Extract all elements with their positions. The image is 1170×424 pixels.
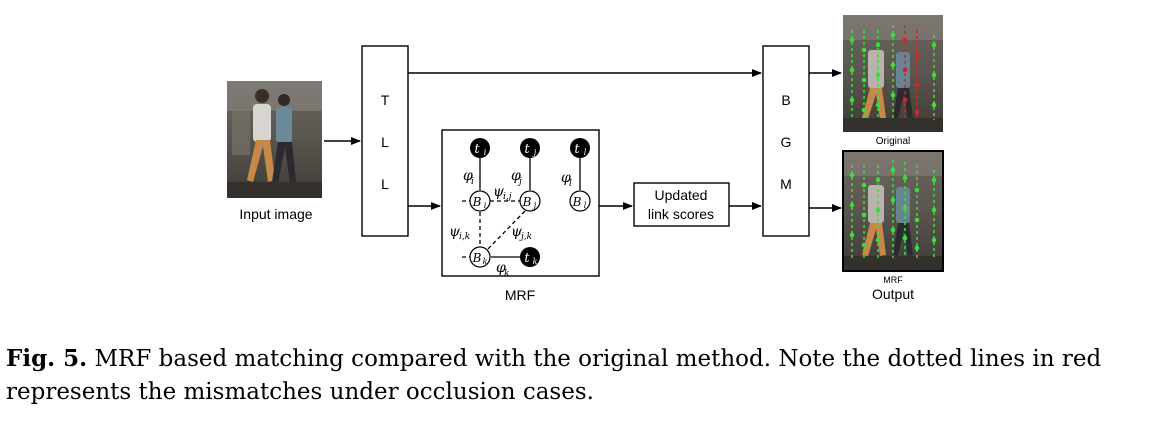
tll-letter-3: L (381, 176, 389, 192)
bgm-box (762, 45, 810, 237)
input-image-label: Input image (239, 206, 312, 222)
updated-box-line-1: Updated (655, 187, 708, 203)
svg-text:B: B (522, 195, 532, 209)
svg-text:l: l (569, 179, 572, 189)
mrf-output-image (842, 150, 944, 272)
svg-text:ψ: ψ (511, 224, 523, 240)
bgm-letter-1: B (781, 92, 790, 108)
svg-text:B: B (472, 251, 482, 265)
svg-text:t: t (574, 142, 580, 157)
node-b-l: B l (569, 190, 591, 212)
label-psi-ik: ψ i,k (449, 224, 470, 242)
bgm-letter-3: M (780, 176, 792, 192)
svg-text:t: t (524, 251, 530, 266)
svg-text:φ: φ (496, 260, 506, 276)
svg-text:i,k: i,k (459, 232, 470, 242)
svg-text:j: j (532, 148, 537, 157)
caption-text: MRF based matching compared with the ori… (6, 346, 1102, 405)
label-phi-i: φ i (463, 168, 474, 187)
edge-psi-jk (486, 210, 526, 251)
svg-text:i: i (471, 177, 474, 187)
svg-text:i: i (484, 148, 487, 157)
node-b-j: B j (519, 190, 541, 212)
tll-letter-2: L (381, 134, 389, 150)
svg-text:i,j: i,j (503, 192, 512, 202)
svg-text:k: k (483, 257, 488, 266)
svg-text:k: k (533, 257, 538, 266)
svg-text:φ: φ (561, 170, 571, 186)
svg-text:t: t (524, 142, 530, 157)
svg-text:t: t (474, 142, 480, 157)
svg-text:ψ: ψ (493, 184, 505, 200)
node-t-l: t l (570, 138, 590, 158)
svg-text:l: l (584, 148, 587, 157)
svg-text:φ: φ (511, 168, 521, 184)
svg-text:B: B (572, 195, 582, 209)
original-label: Original (876, 136, 910, 147)
mrf-small-label: MRF (883, 275, 903, 285)
label-phi-k: φ k (496, 260, 509, 279)
label-psi-ij: ψ i,j (493, 184, 512, 202)
svg-text:k: k (504, 269, 509, 279)
tll-box (361, 45, 409, 237)
svg-text:i: i (484, 201, 487, 210)
caption-prefix: Fig. 5. (6, 345, 88, 372)
svg-text:φ: φ (463, 168, 473, 184)
input-image (227, 81, 322, 198)
label-psi-jk: ψ j,k (511, 224, 532, 242)
svg-text:j,k: j,k (519, 232, 532, 242)
node-t-k: t k (520, 247, 540, 267)
node-b-k: B k (469, 246, 491, 268)
figure-caption: Fig. 5. MRF based matching compared with… (6, 342, 1166, 409)
svg-text:ψ: ψ (449, 224, 461, 240)
node-b-i: B i (469, 190, 491, 212)
bgm-letter-2: G (781, 134, 792, 150)
svg-text:l: l (584, 201, 587, 210)
label-phi-j: φ j (511, 168, 522, 187)
svg-text:j: j (517, 177, 522, 187)
original-result-image (843, 15, 943, 132)
tll-letter-1: T (381, 92, 390, 108)
output-label: Output (872, 286, 914, 302)
label-phi-l: φ l (561, 170, 572, 189)
svg-text:B: B (472, 195, 482, 209)
node-t-j: t j (520, 138, 540, 158)
updated-box-line-2: link scores (648, 206, 714, 222)
updated-link-scores-box (633, 182, 730, 227)
svg-text:j: j (532, 201, 537, 210)
mrf-label: MRF (505, 287, 535, 303)
node-t-i: t i (470, 138, 490, 158)
